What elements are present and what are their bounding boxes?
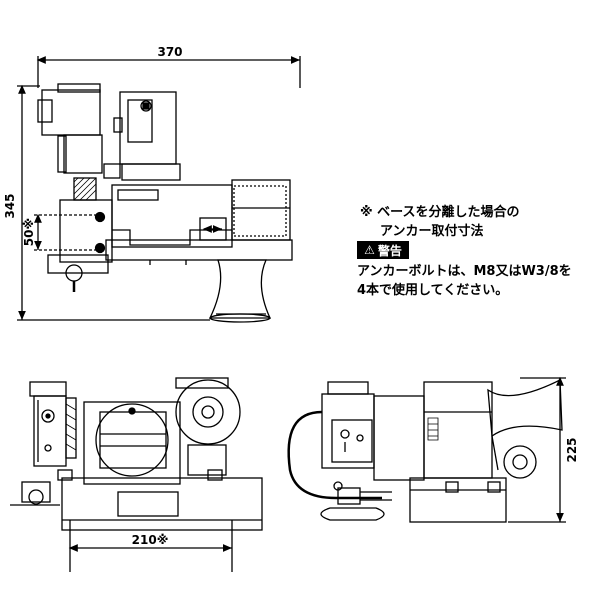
base-note-line2: アンカー取付寸法 — [380, 224, 484, 239]
warning-label: 警告 — [377, 243, 402, 258]
front-view — [10, 377, 263, 572]
warning-triangle-icon: ⚠ — [364, 243, 375, 257]
top-view — [17, 56, 301, 323]
side-view — [287, 376, 566, 523]
warning-badge: ⚠ 警告 — [357, 241, 409, 259]
warning-text-line1: アンカーボルトは、M8又はW3/8を — [357, 264, 572, 279]
dim-anchor-vertical: 50※ — [22, 218, 36, 246]
dim-anchor-horizontal: 210※ — [132, 533, 169, 547]
warning-text-line2: 4本で使用してください。 — [357, 283, 509, 298]
dim-top-height: 345 — [3, 193, 17, 218]
dim-side-height: 225 — [565, 437, 579, 462]
base-note-line1: ※ ベースを分離した場合の — [360, 205, 520, 220]
dim-top-width: 370 — [157, 45, 182, 59]
